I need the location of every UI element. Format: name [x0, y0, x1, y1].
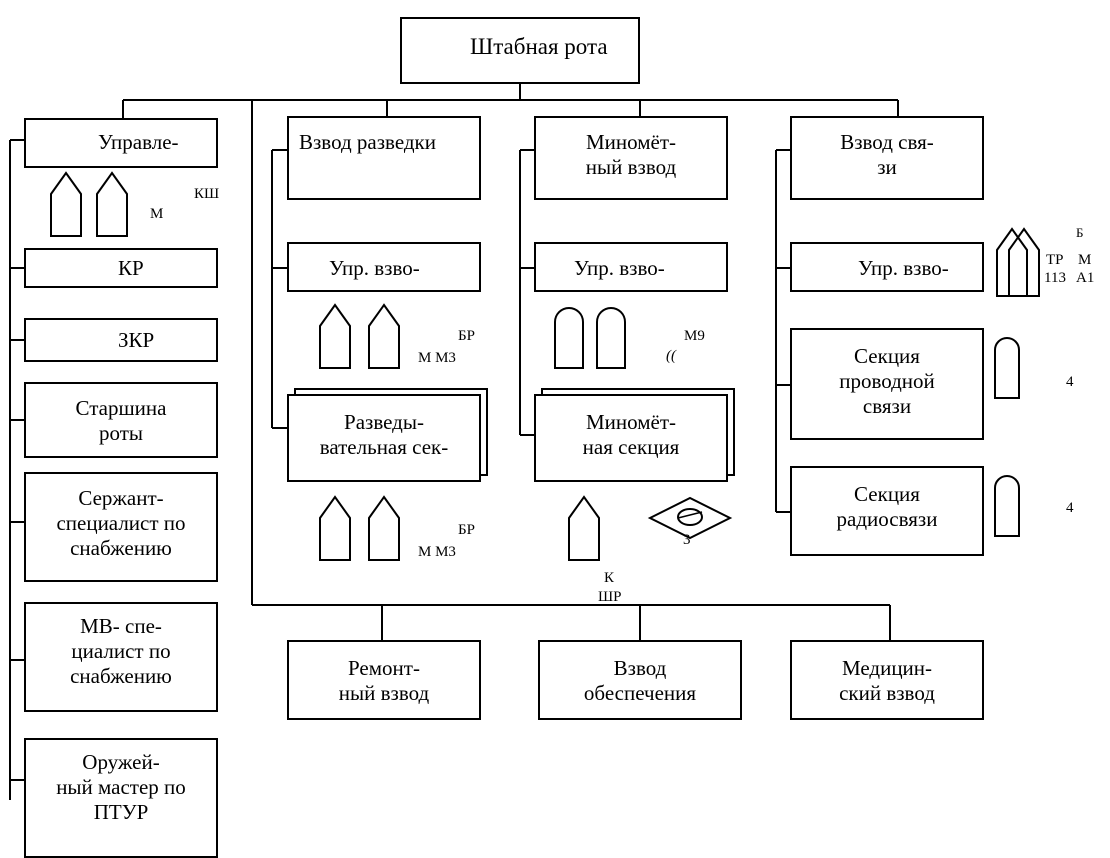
vehicle-icon	[368, 495, 400, 561]
box-vzvod-svyazi: Взвод свя- зи	[790, 116, 984, 200]
label-br-upr-razvedki: БР	[458, 328, 475, 344]
label-three: 3	[683, 532, 691, 548]
box-serzhant-specialist: Сержант- специалист по снабжению	[24, 472, 218, 582]
label-br-razv-sekcii: БР	[458, 522, 475, 538]
diamond-circle-icon	[647, 496, 733, 540]
box-oruzheinyi-master: Оружей- ный мастер по ПТУР	[24, 738, 218, 858]
label-a1: А1	[1076, 270, 1095, 286]
label-mm3-razv-sekcii: М М3	[418, 544, 456, 560]
box-medicinskii-vzvod: Медицин- ский взвод	[790, 640, 984, 720]
vehicle-icon	[319, 495, 351, 561]
radio-station-icon	[994, 475, 1020, 537]
box-upr-vzvoda-razvedki: Упр. взво-	[287, 242, 481, 292]
vehicle-icon	[50, 171, 82, 237]
box-starshina-roty: Старшина роты	[24, 382, 218, 458]
box-zkr: ЗКР	[24, 318, 218, 362]
label-m9: М9	[684, 328, 705, 344]
label-k: К	[604, 570, 615, 586]
label-ksh: КШ	[194, 186, 220, 202]
vehicle-icon	[96, 171, 128, 237]
box-mv-specialist: МВ- спе- циалист по снабжению	[24, 602, 218, 712]
box-minometnaya-sekciya: Миномёт- ная секция	[534, 394, 728, 482]
box-remontnyi-vzvod: Ремонт- ный взвод	[287, 640, 481, 720]
box-sekciya-provodnoi-svyazi: Секция проводной связи	[790, 328, 984, 440]
label-four-radio: 4	[1066, 500, 1074, 516]
label-mm3-upr-razvedki: М М3	[418, 350, 456, 366]
double-vehicle-icon	[996, 227, 1040, 297]
box-upr-vzvoda-minometnogo: Упр. взво-	[534, 242, 728, 292]
radio-station-icon	[994, 337, 1020, 399]
label-four-provodnoi: 4	[1066, 374, 1074, 390]
box-upr-vzvoda-svyazi: Упр. взво-	[790, 242, 984, 292]
box-shtabnaya-rota: Штабная рота	[400, 17, 640, 84]
box-kr: КР	[24, 248, 218, 288]
label-b: Б	[1076, 225, 1084, 240]
label-k-sub: ШР	[598, 589, 622, 605]
box-vzvod-razvedki: Взвод разведки	[287, 116, 481, 200]
vehicle-icon	[368, 303, 400, 369]
label-113: 113	[1044, 270, 1066, 286]
label-m: М	[150, 206, 164, 222]
box-razvedyvatelnaya-sekciya: Разведы- вательная сек-	[287, 394, 481, 482]
label-tr: ТР	[1046, 252, 1064, 268]
box-vzvod-obespecheniya: Взвод обеспечения	[538, 640, 742, 720]
box-sekciya-radiosvyazi: Секция радиосвязи	[790, 466, 984, 556]
box-minometnyi-vzvod: Миномёт- ный взвод	[534, 116, 728, 200]
mortar-icon	[554, 307, 584, 369]
vehicle-icon	[568, 495, 600, 561]
mortar-icon	[596, 307, 626, 369]
label-quote: ((	[666, 348, 676, 364]
vehicle-icon	[319, 303, 351, 369]
box-upravlenie: Управле-	[24, 118, 218, 168]
label-m-svyazi: М	[1078, 252, 1092, 268]
